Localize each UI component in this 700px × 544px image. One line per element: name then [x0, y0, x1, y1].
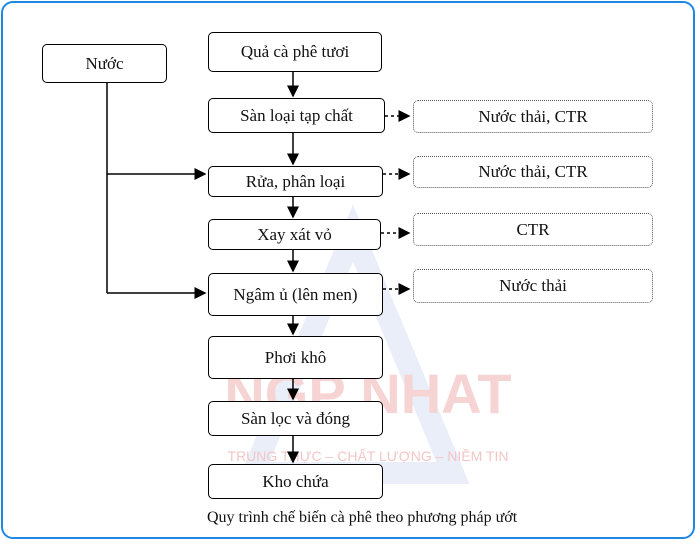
output-label-1: Nước thải, CTR: [478, 106, 588, 126]
output-box-2: Nước thải, CTR: [413, 156, 653, 188]
step-box-5: Ngâm ủ (lên men): [208, 273, 383, 316]
step-label-8: Kho chứa: [262, 471, 329, 491]
connector-lines: [106, 72, 411, 464]
output-label-3: CTR: [516, 219, 550, 239]
step-box-2: Sàn loại tạp chất: [208, 98, 385, 133]
step-label-3: Rửa, phân loại: [245, 171, 346, 191]
output-box-3: CTR: [413, 213, 653, 246]
step-box-6: Phơi khô: [208, 336, 383, 379]
step-label-1: Quả cà phê tươi: [240, 42, 350, 61]
step-box-1: Quả cà phê tươi: [208, 32, 382, 72]
step-box-3: Rửa, phân loại: [208, 166, 383, 197]
step-box-7: Sàn lọc và đóng: [208, 401, 383, 436]
step-label-2: Sàn loại tạp chất: [240, 105, 353, 125]
step-box-4: Xay xát vỏ: [208, 219, 381, 250]
water-source-box: Nước: [42, 44, 167, 83]
output-box-1: Nước thải, CTR: [413, 100, 653, 133]
diagram-caption: Quy trình chế biến cà phê theo phương ph…: [207, 509, 518, 526]
step-label-6: Phơi khô: [264, 347, 327, 367]
step-label-5: Ngâm ủ (lên men): [233, 284, 358, 304]
step-label-4: Xay xát vỏ: [257, 224, 332, 244]
output-box-4: Nước thải: [413, 269, 653, 303]
output-label-4: Nước thải: [499, 276, 567, 295]
step-box-8: Kho chứa: [208, 464, 383, 499]
output-label-2: Nước thải, CTR: [478, 162, 588, 181]
water-source-label: Nước: [85, 53, 124, 73]
step-label-7: Sàn lọc và đóng: [240, 408, 351, 428]
